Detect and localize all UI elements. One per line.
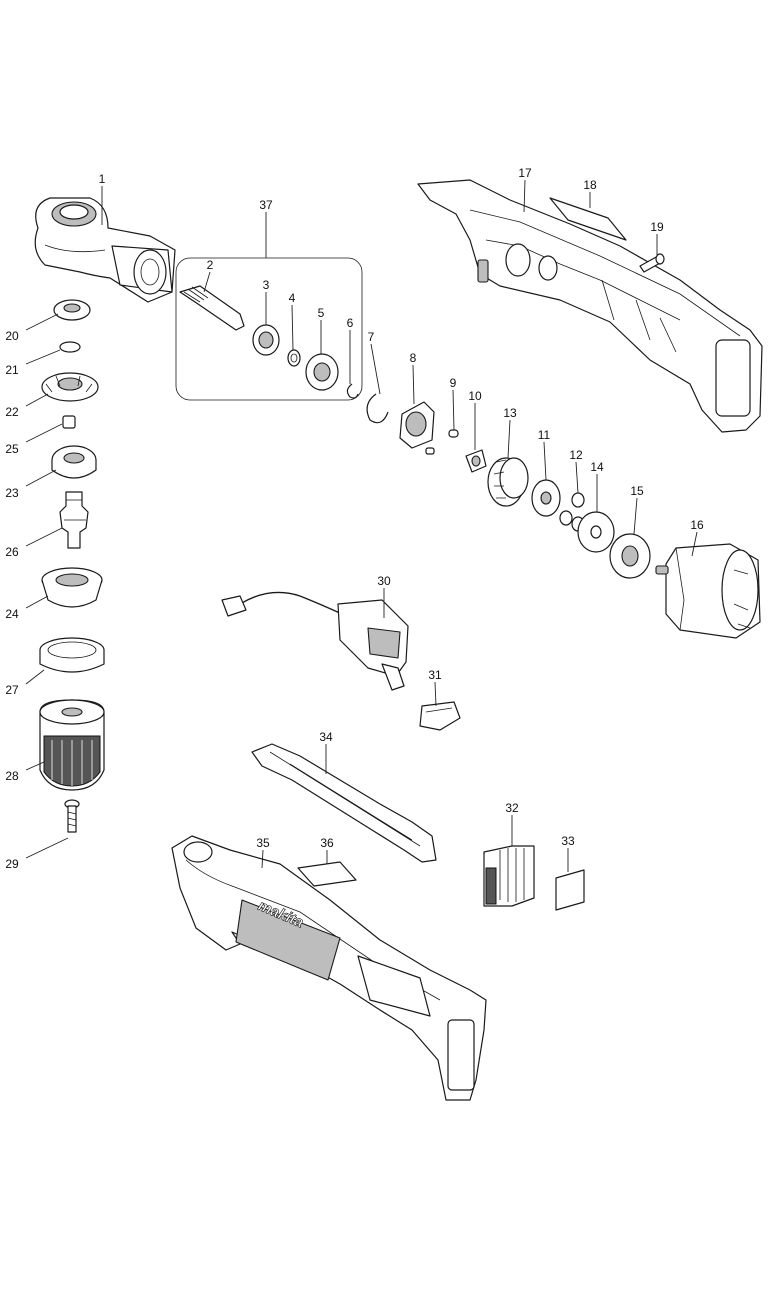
leader-28 [25, 761, 45, 771]
callout-7: 7 [368, 330, 375, 344]
part-25-key-drawing [62, 415, 76, 429]
part-2-spindle-drawing [179, 285, 245, 331]
leader-31 [434, 681, 437, 707]
callout-23: 23 [5, 486, 19, 500]
callout-12: 12 [569, 448, 583, 462]
leader-lines [25, 179, 698, 872]
callout-1: 1 [99, 172, 106, 186]
callout-10: 10 [468, 389, 482, 403]
leader-2 [203, 271, 211, 293]
leader-16 [691, 531, 698, 557]
callout-29: 29 [5, 857, 19, 871]
callout-6: 6 [347, 316, 354, 330]
part-9-pin-drawing [448, 429, 459, 438]
callout-31: 31 [428, 668, 442, 682]
part-21-ring-drawing [59, 341, 81, 353]
part-17-housing-drawing [417, 179, 763, 433]
leader-11 [543, 441, 547, 481]
leader-20 [25, 313, 59, 331]
leader-7 [370, 343, 381, 395]
part-3-bearing-drawing [252, 324, 280, 356]
leader-4 [291, 304, 294, 351]
part-32-heatsink-drawing [483, 845, 535, 907]
leader-22 [25, 393, 49, 407]
leader-13 [507, 419, 511, 459]
callout-24: 24 [5, 607, 19, 621]
part-30-switch-drawing [221, 591, 409, 691]
callout-3: 3 [263, 278, 270, 292]
part-37-group-frame [175, 257, 363, 401]
part-6-snap-ring-drawing [346, 383, 359, 399]
part-29-screw-drawing [64, 799, 80, 833]
part-16-motor-drawing [655, 543, 761, 639]
callout-2: 2 [207, 258, 214, 272]
callout-17: 17 [518, 166, 532, 180]
callout-14: 14 [590, 460, 604, 474]
callout-27: 27 [5, 683, 19, 697]
leader-35 [261, 849, 264, 869]
part-34-rod-drawing [251, 743, 437, 863]
part-23-bearing-drawing [51, 445, 97, 479]
leader-26 [25, 527, 63, 547]
leader-15 [633, 497, 638, 535]
callout-4: 4 [289, 291, 296, 305]
leader-27 [25, 669, 45, 685]
part-7-circlip-drawing [366, 393, 389, 424]
part-8-gear-cover-drawing [399, 401, 435, 455]
callout-32: 32 [505, 801, 519, 815]
part-33-label-drawing [555, 869, 585, 911]
leader-29 [25, 837, 69, 859]
part-14-washer-drawing [577, 511, 615, 553]
leader-23 [25, 469, 57, 487]
part-5-bearing-drawing [305, 353, 339, 391]
callout-15: 15 [630, 484, 644, 498]
leader-24 [25, 595, 49, 609]
part-26-spindle-drawing [59, 491, 89, 549]
leader-17 [523, 179, 526, 213]
callout-33: 33 [561, 834, 575, 848]
part-20-bearing-drawing [53, 299, 91, 321]
callout-11: 11 [538, 428, 551, 442]
callout-16: 16 [690, 518, 704, 532]
leader-12 [575, 461, 579, 494]
part-18-label-drawing [549, 197, 627, 241]
part-31-lever-drawing [419, 701, 461, 731]
callout-34: 34 [319, 730, 333, 744]
callout-9: 9 [450, 376, 457, 390]
callout-36: 36 [320, 836, 334, 850]
part-4-ring-drawing [287, 349, 301, 367]
callout-26: 26 [5, 545, 19, 559]
callout-numbers: 1 2 3 4 5 6 7 8 9 10 11 12 13 14 15 16 1… [5, 166, 704, 871]
part-27-sleeve-ring-drawing [39, 637, 105, 673]
callout-37: 37 [259, 198, 273, 212]
callout-25: 25 [5, 442, 19, 456]
part-35-housing-drawing [171, 835, 487, 1101]
callout-13: 13 [503, 406, 517, 420]
leader-8 [412, 364, 415, 405]
part-1-angle-head-drawing [34, 197, 176, 303]
part-10-spindle-lock-drawing [465, 449, 487, 473]
part-15-flat-washer-drawing [609, 533, 651, 579]
callout-19: 19 [650, 220, 664, 234]
callout-8: 8 [410, 351, 417, 365]
part-36-label-drawing [297, 861, 357, 887]
leader-25 [25, 423, 63, 443]
callout-28: 28 [5, 769, 19, 783]
part-11-carrier-drawing [531, 479, 561, 517]
callout-30: 30 [377, 574, 391, 588]
callout-18: 18 [583, 178, 597, 192]
callout-21: 21 [5, 363, 19, 377]
part-19-screw-drawing [639, 253, 665, 273]
part-24-cap-drawing [41, 567, 103, 608]
part-13-internal-gear-drawing [487, 457, 529, 507]
part-28-chuck-drawing [39, 699, 105, 791]
callout-5: 5 [318, 306, 325, 320]
leader-21 [25, 349, 61, 365]
part-22-bevel-gear-drawing [41, 372, 99, 402]
callout-22: 22 [5, 405, 19, 419]
callout-35: 35 [256, 836, 270, 850]
leader-9 [452, 389, 455, 431]
callout-20: 20 [5, 329, 19, 343]
